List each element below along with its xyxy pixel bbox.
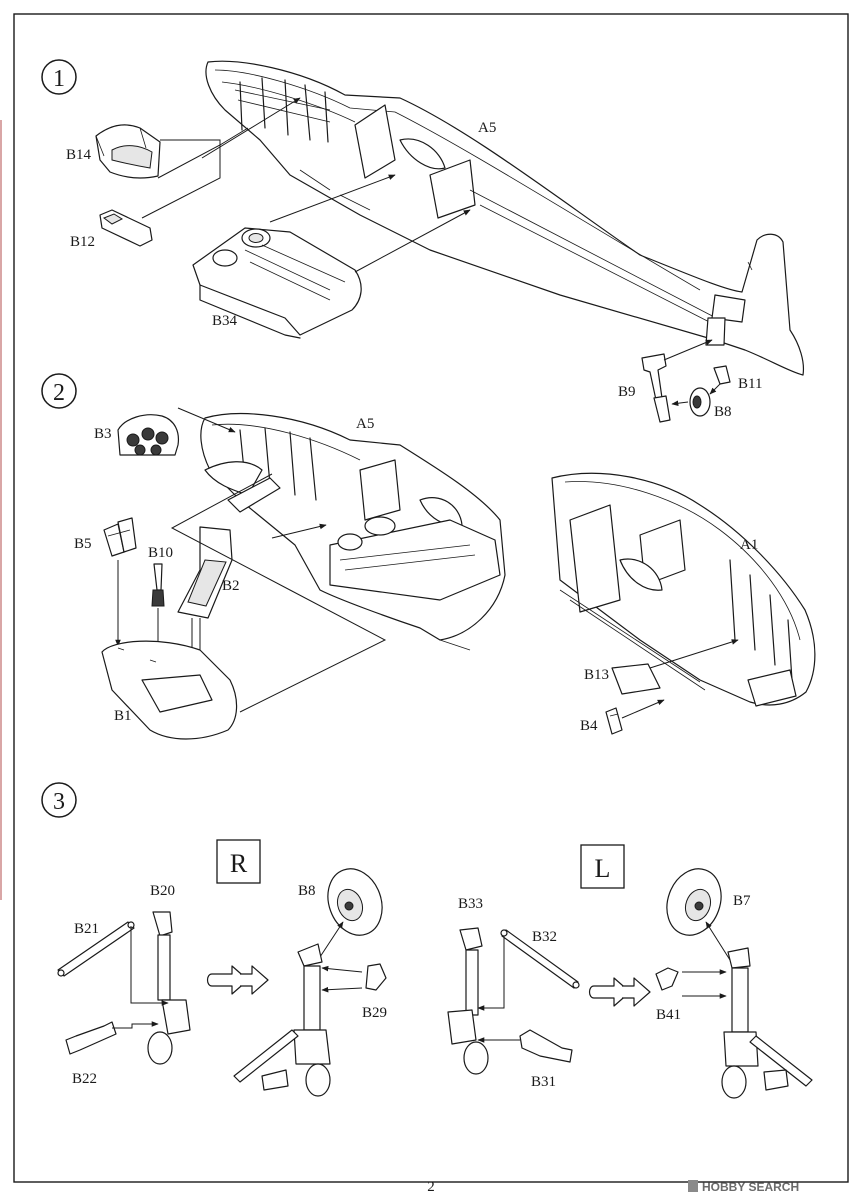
label-b33: B33 — [458, 896, 483, 912]
side-tag-right: R — [216, 839, 261, 884]
watermark-text: HOBBY SEARCH — [702, 1180, 799, 1194]
leader-b1 — [170, 473, 387, 713]
step-number-badge: 3 — [41, 782, 77, 818]
label-b34: B34 — [212, 313, 238, 329]
label-b12: B12 — [70, 234, 95, 250]
left-gear-assembled — [655, 868, 813, 1099]
part-b34 — [192, 227, 362, 339]
fuselage-half-a5 — [205, 60, 805, 376]
leader-b13 — [649, 639, 739, 669]
assembly-arrow-left — [588, 977, 651, 1007]
label-b8: B8 — [714, 404, 732, 420]
label-b29: B29 — [362, 1005, 387, 1021]
label-b14: B14 — [66, 147, 92, 163]
step-number: 2 — [53, 380, 65, 406]
leader-b14 — [201, 97, 301, 159]
leader-b9 — [663, 339, 713, 361]
part-b14 — [95, 124, 161, 179]
step-1: 1 A5 B14 — [41, 59, 805, 423]
label-b11: B11 — [738, 376, 762, 392]
leader-b34-b — [354, 209, 471, 273]
leader-b1-floor — [271, 523, 327, 539]
part-b5 — [103, 517, 137, 557]
label-b32: B32 — [532, 929, 557, 945]
fuselage-right-label: A1 — [740, 537, 758, 553]
label-b8-step3: B8 — [298, 883, 316, 899]
page-number: 2 — [427, 1179, 435, 1195]
part-b13 — [611, 663, 661, 695]
step-number-badge: 2 — [41, 373, 77, 409]
part-b4 — [605, 707, 623, 735]
label-b21: B21 — [74, 921, 99, 937]
part-b12 — [99, 209, 153, 247]
part-b8-tailwheel — [671, 387, 711, 417]
assembly-arrow-right — [206, 965, 269, 995]
step-number: 1 — [53, 66, 65, 92]
label-b20: B20 — [150, 883, 175, 899]
label-b7: B7 — [733, 893, 751, 909]
label-b22: B22 — [72, 1071, 97, 1087]
leader-b11 — [709, 383, 721, 395]
right-gear-assembled — [233, 868, 387, 1097]
label-b4: B4 — [580, 718, 598, 734]
footer: 2 HOBBY SEARCH — [427, 1179, 799, 1195]
fuselage-half-a5-cockpit — [200, 413, 506, 651]
label-b31: B31 — [531, 1074, 556, 1090]
part-b10 — [151, 563, 165, 607]
fuselage-label: A5 — [478, 120, 496, 136]
left-edge-mark — [0, 120, 2, 900]
label-b10: B10 — [148, 545, 173, 561]
side-tag-left: L — [580, 844, 625, 889]
watermark-logo-icon — [688, 1180, 698, 1192]
fuselage-left-label: A5 — [356, 416, 374, 432]
fuselage-half-a1 — [551, 472, 816, 707]
leader-b12 — [157, 127, 249, 179]
right-gear-exploded — [57, 911, 191, 1065]
step-2: 2 A5 B3 — [41, 373, 816, 740]
part-b2-seat — [177, 526, 233, 619]
step-3: 3 R L B20 B21 — [41, 782, 813, 1099]
svg-text:L: L — [595, 854, 611, 883]
page-frame — [13, 13, 849, 1183]
left-gear-exploded — [447, 927, 580, 1075]
part-b1-floor — [101, 640, 238, 740]
part-b9 — [641, 353, 671, 423]
step-number: 3 — [53, 789, 65, 815]
label-b2: B2 — [222, 578, 240, 594]
label-b5: B5 — [74, 536, 92, 552]
step-number-badge: 1 — [41, 59, 77, 95]
leader-b3 — [177, 407, 236, 433]
label-b1: B1 — [114, 708, 132, 724]
leader-b34-a — [269, 174, 396, 223]
label-b9: B9 — [618, 384, 636, 400]
part-b11 — [713, 365, 731, 385]
label-b41: B41 — [656, 1007, 681, 1023]
svg-text:R: R — [230, 849, 248, 878]
leader-b14-b12 — [141, 139, 221, 219]
part-b3-instrument-panel — [117, 414, 180, 456]
label-b3: B3 — [94, 426, 112, 442]
label-b13: B13 — [584, 667, 609, 683]
leader-b4 — [621, 699, 665, 719]
